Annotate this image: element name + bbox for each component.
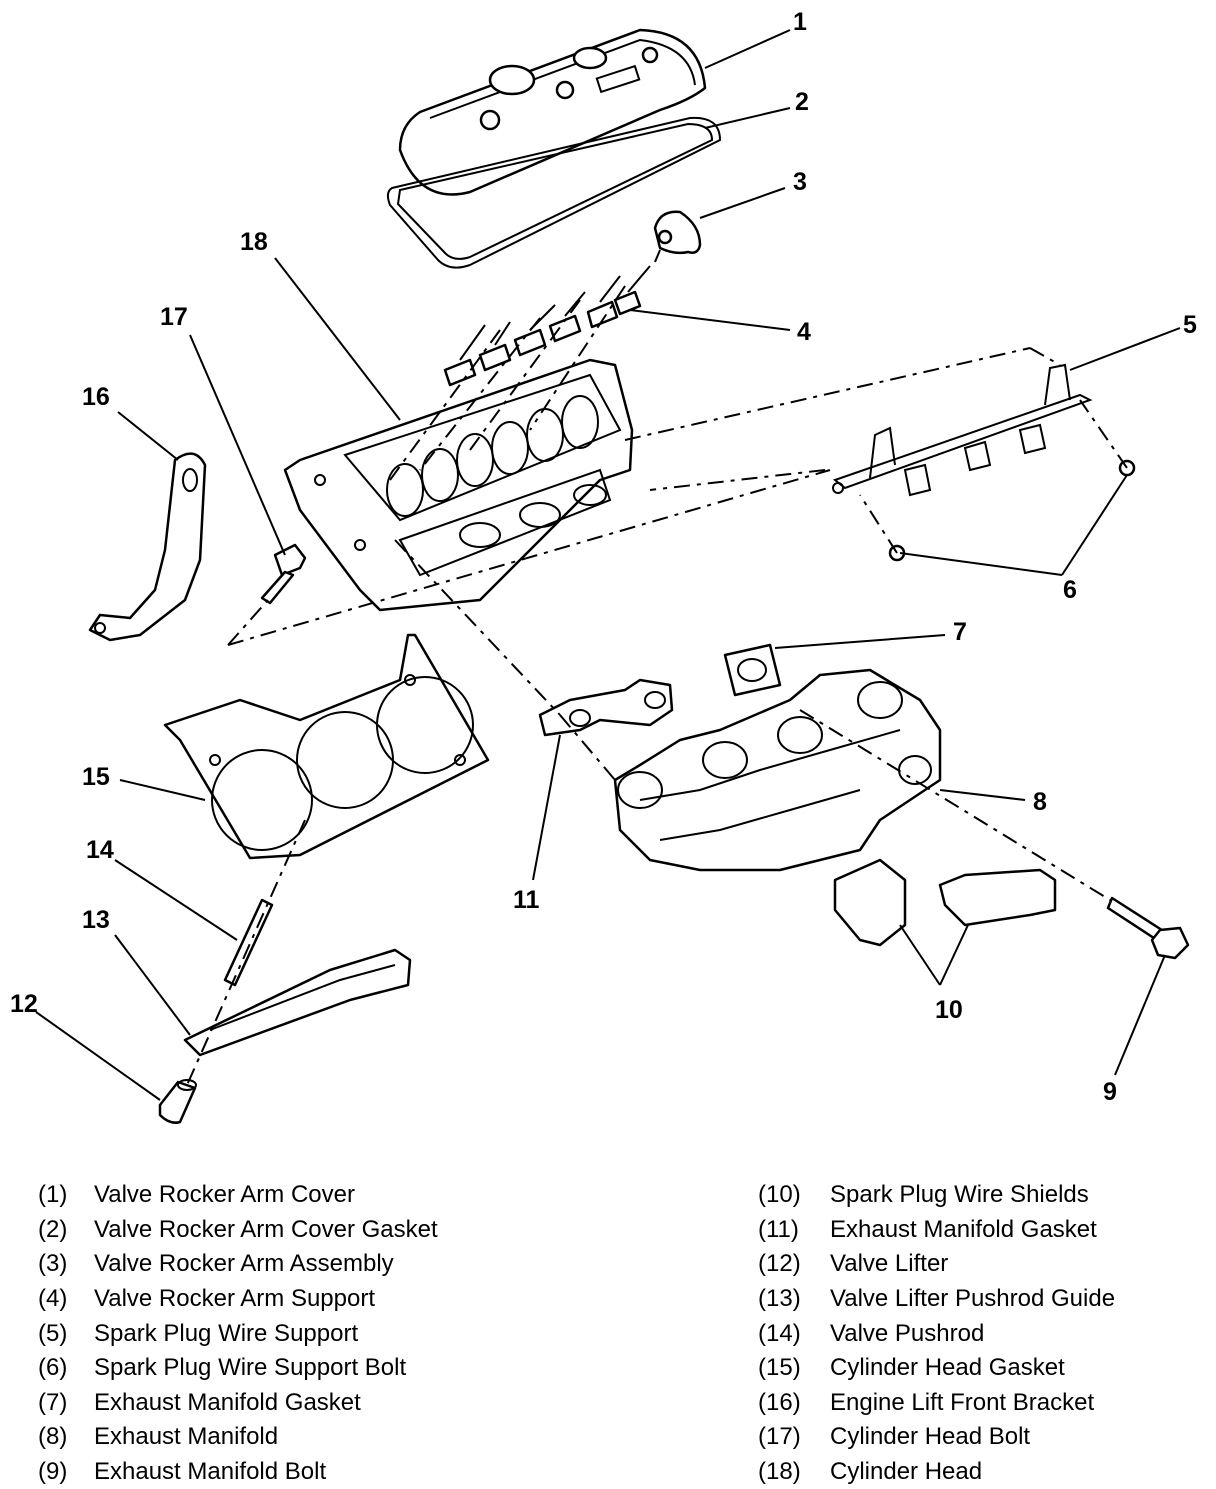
legend-left-column: (1) Valve Rocker Arm Cover (2) Valve Rocke… [38,1178,438,1489]
legend-label: Exhaust Manifold Gasket [94,1388,361,1416]
callout-2: 2 [795,88,809,116]
legend-label: Spark Plug Wire Support Bolt [94,1354,407,1382]
exhaust-manifold-gasket-upper [723,643,782,697]
callout-16: 16 [82,383,110,411]
legend-number: (12) [758,1250,801,1278]
valve-pushrod [223,898,274,987]
legend-item: (3) Valve Rocker Arm Assembly [38,1247,438,1282]
callout-4: 4 [797,318,811,346]
parts-legend: (1) Valve Rocker Arm Cover (2) Valve Rocke… [0,1170,1216,1484]
callouts: 1 2 3 4 5 6 7 8 9 10 11 12 13 14 15 16 1… [10,8,1197,1106]
legend-number: (11) [758,1215,799,1243]
exhaust-manifold-bolt [1106,896,1190,960]
legend-label: Valve Rocker Arm Support [94,1285,376,1313]
cylinder-head-bolt [260,543,307,605]
legend-number: (16) [758,1388,801,1416]
legend-number: (17) [758,1423,801,1451]
callout-11: 11 [513,886,540,914]
legend-number: (3) [38,1250,68,1278]
assembly-lines [186,285,1128,1086]
legend-number: (4) [38,1285,68,1313]
callout-7: 7 [953,618,967,646]
legend-label: Valve Lifter [830,1250,949,1278]
legend-item: (5) Spark Plug Wire Support [38,1316,438,1351]
legend-label: Valve Rocker Arm Assembly [94,1250,394,1278]
legend-label: Cylinder Head Gasket [830,1354,1065,1382]
legend-item: (14) Valve Pushrod [758,1316,1115,1351]
valve-rocker-arm-assembly [653,210,702,263]
exhaust-manifold [613,668,942,872]
callout-14: 14 [86,836,114,864]
exhaust-manifold-gasket-lower [538,678,674,737]
legend-item: (6) Spark Plug Wire Support Bolt [38,1351,438,1386]
cylinder-head [283,358,634,612]
legend-number: (14) [758,1319,801,1347]
callout-17: 17 [160,303,188,331]
legend-number: (9) [38,1458,68,1486]
callout-13: 13 [82,906,110,934]
legend-item: (15) Cylinder Head Gasket [758,1351,1115,1386]
engine-lift-front-bracket [88,452,207,642]
legend-label: Valve Rocker Arm Cover Gasket [94,1215,438,1243]
legend-number: (8) [38,1423,68,1451]
legend-label: Cylinder Head [830,1458,983,1486]
valve-rocker-arm-cover [398,28,707,196]
legend-label: Exhaust Manifold [94,1423,279,1451]
legend-label: Exhaust Manifold Bolt [94,1458,327,1486]
legend-label: Valve Lifter Pushrod Guide [830,1285,1116,1313]
legend-label: Spark Plug Wire Support [94,1319,359,1347]
callout-15: 15 [82,763,110,791]
valve-rocker-arm-supports [443,265,651,387]
valve-rocker-arm-cover-gasket [386,116,722,269]
callout-1: 1 [793,8,807,36]
legend-label: Spark Plug Wire Shields [830,1181,1089,1209]
legend-item: (4) Valve Rocker Arm Support [38,1282,438,1317]
leader-lines [35,29,1181,1101]
legend-item: (12) Valve Lifter [758,1247,1115,1282]
legend-label: Exhaust Manifold Gasket [830,1215,1097,1243]
callout-12: 12 [10,990,38,1018]
legend-number: (13) [758,1285,801,1313]
legend-number: (15) [758,1354,801,1382]
callout-5: 5 [1183,311,1197,339]
exploded-diagram: 1 2 3 4 5 6 7 8 9 10 11 12 13 14 15 16 1… [10,8,1197,1124]
legend-item: (16) Engine Lift Front Bracket [758,1386,1115,1421]
legend-item: (1) Valve Rocker Arm Cover [38,1178,438,1213]
legend-label: Valve Pushrod [830,1319,985,1347]
spark-plug-wire-support [832,363,1093,497]
legend-right-column: (10) Spark Plug Wire Shields (11) Exhaust … [758,1178,1115,1489]
legend-item: (2) Valve Rocker Arm Cover Gasket [38,1213,438,1248]
legend-item: (17) Cylinder Head Bolt [758,1420,1115,1455]
callout-8: 8 [1033,788,1047,816]
legend-item: (7) Exhaust Manifold Gasket [38,1386,438,1421]
callout-10: 10 [935,996,963,1024]
legend-number: (7) [38,1388,68,1416]
callout-6: 6 [1063,576,1077,604]
callout-18: 18 [240,228,268,256]
legend-item: (8) Exhaust Manifold [38,1420,438,1455]
legend-number: (5) [38,1319,68,1347]
legend-item: (18) Cylinder Head [758,1455,1115,1489]
legend-item: (10) Spark Plug Wire Shields [758,1178,1115,1213]
callout-9: 9 [1103,1078,1117,1106]
legend-item: (11) Exhaust Manifold Gasket [758,1213,1115,1248]
legend-number: (6) [38,1354,68,1382]
legend-number: (2) [38,1215,68,1243]
legend-number: (10) [758,1181,801,1209]
legend-item: (9) Exhaust Manifold Bolt [38,1455,438,1489]
legend-number: (1) [38,1181,68,1209]
callout-3: 3 [793,168,807,196]
spark-plug-wire-shields [833,858,1057,947]
legend-number: (18) [758,1458,801,1486]
legend-label: Valve Rocker Arm Cover [94,1181,355,1209]
legend-item: (13) Valve Lifter Pushrod Guide [758,1282,1115,1317]
valve-lifter [158,1079,197,1124]
cylinder-head-gasket [163,633,490,860]
legend-label: Cylinder Head Bolt [830,1423,1031,1451]
valve-lifter-pushrod-guide [183,948,412,1057]
legend-label: Engine Lift Front Bracket [830,1388,1095,1416]
